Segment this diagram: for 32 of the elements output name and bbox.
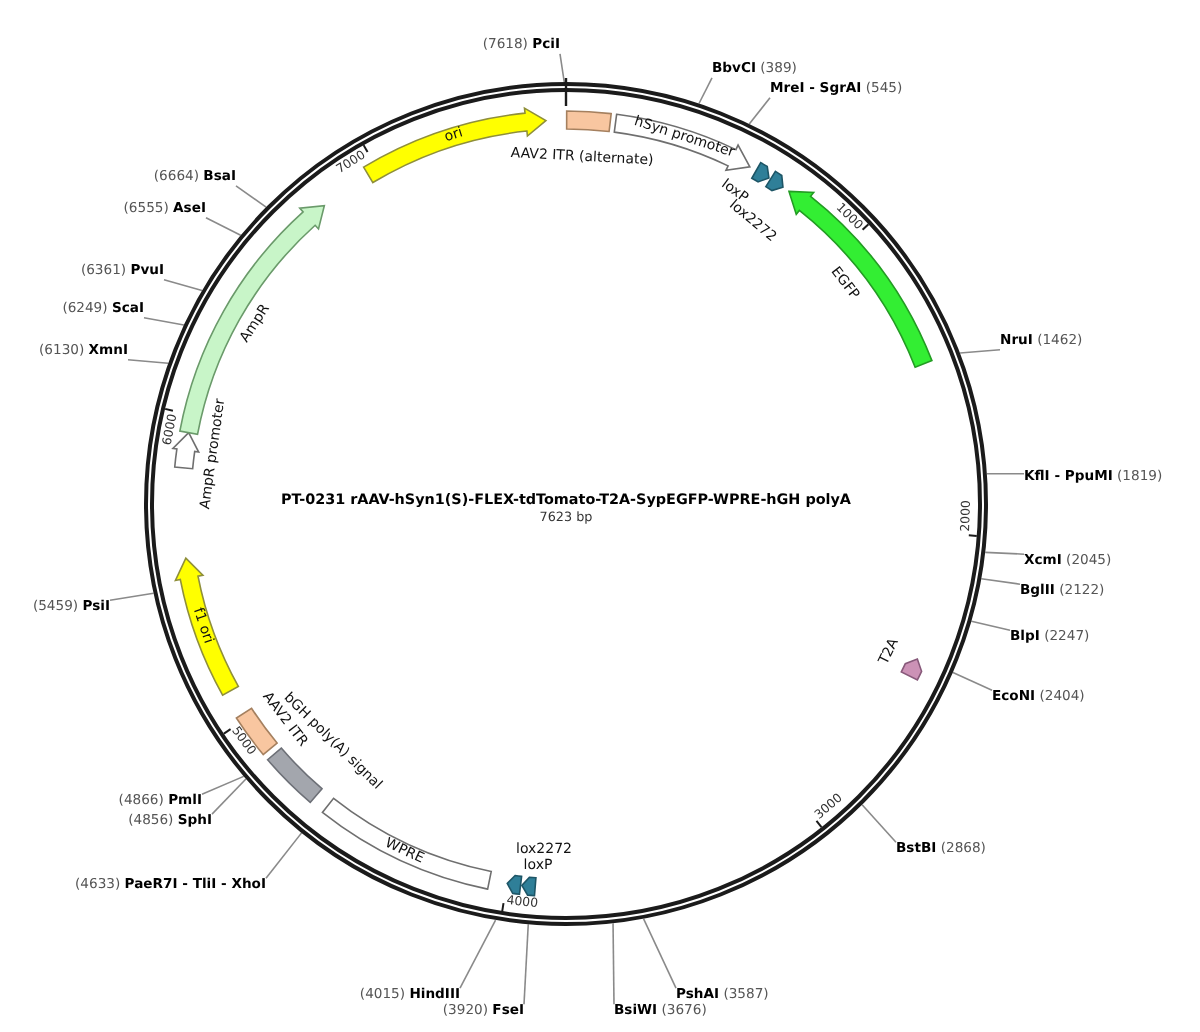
pointed-feature-band (762, 168, 786, 194)
pointed-feature-band (518, 874, 538, 898)
leader-line (959, 349, 1001, 354)
pointed-feature-band (898, 656, 924, 682)
leader-line (698, 77, 713, 105)
leader-line (459, 919, 497, 989)
leader-line (952, 671, 993, 691)
pointed-feature-band (748, 160, 772, 184)
leader-line (984, 551, 1025, 555)
pointed-feature-band (786, 188, 934, 370)
leader-line (127, 359, 169, 364)
leader-line (211, 778, 247, 815)
leader-line (205, 217, 242, 237)
leader-line (163, 279, 203, 292)
leader-line (612, 922, 615, 1005)
leader-line (748, 97, 771, 125)
leader-line (986, 473, 1025, 475)
leader-line (861, 803, 897, 843)
leader-line (143, 317, 185, 326)
leader-line (523, 923, 530, 1005)
leader-line (980, 578, 1021, 585)
leader-line (265, 832, 303, 879)
pointed-feature-band (504, 872, 524, 898)
leader-line (559, 53, 566, 83)
feature-band (564, 108, 614, 134)
feature-band (320, 796, 494, 892)
leader-line (235, 185, 267, 208)
leader-line (970, 620, 1011, 631)
leader-line (642, 918, 677, 989)
leader-line (201, 775, 245, 795)
leader-line (109, 592, 155, 601)
pointed-feature-band (172, 556, 242, 698)
